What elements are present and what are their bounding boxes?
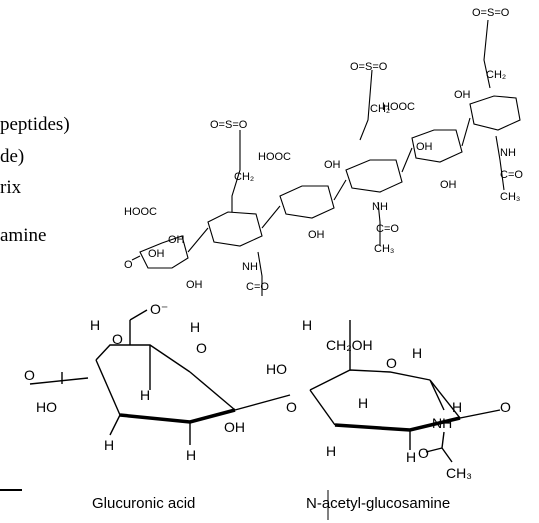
text-fragment-amine: amine	[0, 225, 47, 246]
co-label-1: C=O	[246, 281, 269, 293]
sulfate-middle-label: O=S=O	[350, 61, 388, 73]
nh-label-bottom: NH	[432, 415, 452, 431]
sulfate-top-label: O=S=O	[472, 7, 510, 19]
h-label-3: H	[140, 387, 150, 403]
oh-label-2: OH	[148, 248, 165, 260]
nh-label-3: NH	[500, 147, 516, 159]
nh-label-1: NH	[242, 261, 258, 273]
oh-label-bottom: OH	[224, 419, 245, 435]
ch2-label-middle: CH₂	[370, 103, 390, 115]
ch3-label-1: CH₃	[374, 243, 394, 255]
h-label-11: H	[406, 449, 416, 465]
ho-label-1: HO	[36, 399, 57, 415]
bottom-structure-labels: H O⁻ H O O O HO H OH H H O H CH₂OH HO O …	[24, 301, 511, 512]
ring-o-label-1: O	[196, 340, 207, 356]
ch3-label-2: CH₃	[500, 191, 520, 203]
oh-label-5: OH	[324, 159, 341, 171]
oh-label-7: OH	[416, 141, 433, 153]
h-label-4: H	[104, 437, 114, 453]
hooc-label-2: HOOC	[258, 151, 291, 163]
sulfate-left-label: O=S=O	[210, 119, 248, 131]
link-o-right: O	[500, 399, 511, 415]
ho-label-2: HO	[266, 361, 287, 377]
bottom-structure-bonds	[0, 309, 501, 520]
oh-label-3: OH	[186, 279, 203, 291]
carbonyl-o-label: O	[112, 331, 123, 347]
text-fragment-peptides: peptides)	[0, 114, 70, 135]
text-fragment-de: de)	[0, 146, 25, 167]
oh-label-4: OH	[308, 229, 325, 241]
ch2oh-label: CH₂OH	[326, 337, 373, 353]
text-fragment-rix: rix	[0, 177, 22, 198]
hooc-label-1: HOOC	[124, 206, 157, 218]
h-label-2: H	[190, 319, 200, 335]
link-o-middle: O	[286, 399, 297, 415]
ring-o-label-2: O	[386, 355, 397, 371]
co-label-2: C=O	[376, 223, 399, 235]
o-minus-label: O⁻	[150, 301, 168, 317]
hooc-label-3: HOOC	[382, 101, 415, 113]
ho-label-top: OH	[454, 89, 471, 101]
h-label-6: H	[302, 317, 312, 333]
co-label-3: C=O	[500, 169, 523, 181]
nh-label-2: NH	[372, 201, 388, 213]
h-label-7: H	[412, 345, 422, 361]
caption-n-acetyl-glucosamine: N-acetyl-glucosamine	[306, 495, 450, 512]
top-structure-bonds	[131, 19, 521, 296]
h-label-1: H	[90, 317, 100, 333]
ch2-label-top: CH₂	[486, 69, 506, 81]
ch3-label-bottom: CH₃	[446, 465, 472, 481]
h-label-8: H	[358, 395, 368, 411]
h-label-5: H	[186, 447, 196, 463]
h-label-10: H	[326, 443, 336, 459]
acetyl-o-label: O	[418, 445, 429, 461]
link-o-left: O	[24, 367, 35, 383]
oh-label-6: OH	[440, 179, 457, 191]
ch2-label-left: CH₂	[234, 171, 254, 183]
caption-glucuronic-acid: Glucuronic acid	[92, 495, 195, 512]
h-label-9: H	[452, 399, 462, 415]
top-structure-labels: O=S=O O=S=O O=S=O CH₂ CH₂ CH₂ HOOC HOOC …	[124, 7, 523, 293]
ring-o-label: O	[124, 259, 133, 271]
oh-label-1: OH	[168, 234, 185, 246]
